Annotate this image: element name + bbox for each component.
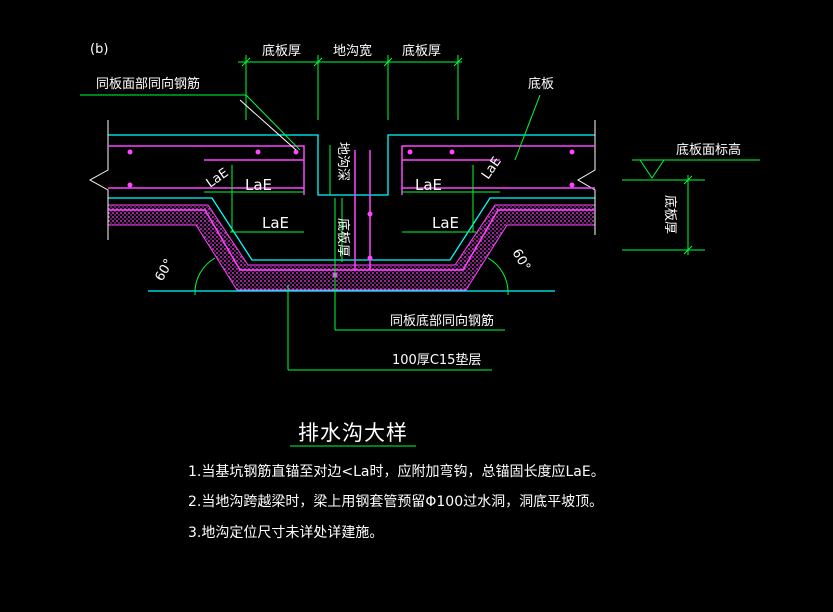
lae-label-top-left: LaE xyxy=(245,176,272,194)
angle-label-right: 60° xyxy=(509,247,534,274)
part-tag: (b) xyxy=(90,42,108,57)
rebar-dots xyxy=(127,149,575,278)
trench-depth-label: 地沟深 xyxy=(335,142,350,181)
slab-thickness-label-center: 底板厚 xyxy=(335,218,351,257)
drawing-title: 排水沟大样 xyxy=(298,421,408,445)
angle-label-left: 60° xyxy=(152,257,177,284)
lae-label-slope-right: LaE xyxy=(479,154,505,182)
note-2: 2.当地沟跨越梁时，梁上用钢套管预留Φ100过水洞，洞底平坡顶。 xyxy=(188,494,603,510)
bottom-slab-label: 底板 xyxy=(528,76,554,92)
lae-label-bottom-left: LaE xyxy=(262,214,289,232)
top-rebar-label: 同板面部同向钢筋 xyxy=(96,76,200,92)
slab-thickness-label-left: 底板厚 xyxy=(262,43,301,59)
cushion-label: 100厚C15垫层 xyxy=(392,352,481,368)
bottom-rebar-label: 同板底部同向钢筋 xyxy=(390,313,494,329)
note-3: 3.地沟定位尺寸未详处详建施。 xyxy=(188,525,383,541)
rebar-lines xyxy=(108,145,595,271)
slab-thickness-label-side: 底板厚 xyxy=(662,195,678,234)
lae-label-top-right: LaE xyxy=(415,176,442,194)
break-lines xyxy=(88,135,596,240)
note-1: 1.当基坑钢筋直锚至对边<La时，应附加弯钩，总锚固长度应LaE。 xyxy=(188,463,605,480)
slab-top-elevation-label: 底板面标高 xyxy=(676,142,741,158)
dimension-lines xyxy=(80,55,760,447)
lae-label-bottom-right: LaE xyxy=(432,214,459,232)
leader-lines xyxy=(107,99,596,151)
concrete-outline xyxy=(108,134,595,292)
slab-thickness-label-right: 底板厚 xyxy=(402,43,441,59)
trench-width-label: 地沟宽 xyxy=(333,43,372,59)
